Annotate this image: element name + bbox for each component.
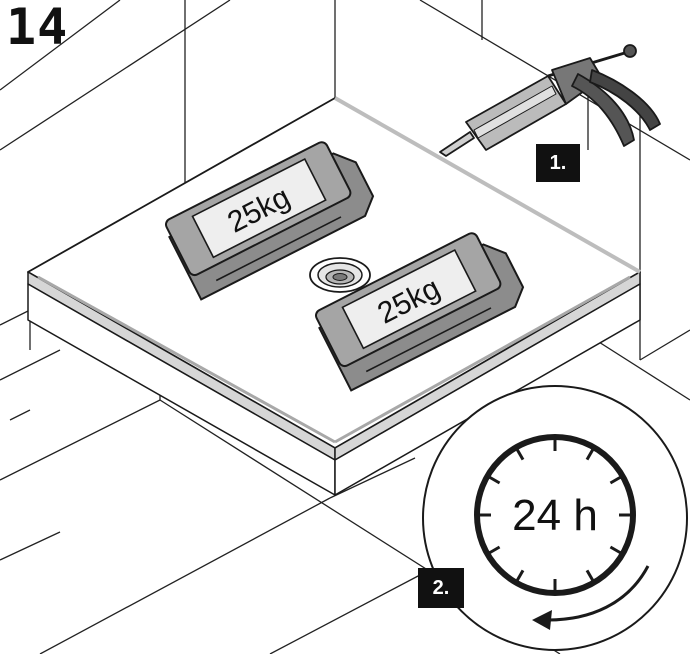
step-badge-1: 1. (536, 144, 580, 182)
timer-label: 24 h (512, 491, 598, 540)
counterclockwise-arrow-icon (547, 565, 650, 622)
caulking-gun-icon (439, 44, 661, 157)
clock-tick (486, 545, 501, 556)
clock-tick (514, 569, 525, 584)
step-number: 14 (6, 0, 69, 56)
clock-tick (609, 545, 624, 556)
weight-bag-2: 25kg (314, 232, 525, 392)
step-badge-2: 2. (418, 568, 464, 608)
clock-tick (486, 474, 501, 485)
clock-tick (609, 474, 624, 485)
timer-dial: 24 h (422, 385, 688, 651)
clock-tick (585, 569, 596, 584)
weight-bag-1: 25kg (164, 141, 375, 301)
clock-tick (585, 446, 596, 461)
shower-tray (27, 96, 641, 496)
drain-icon (309, 257, 371, 293)
clock-tick (514, 446, 525, 461)
